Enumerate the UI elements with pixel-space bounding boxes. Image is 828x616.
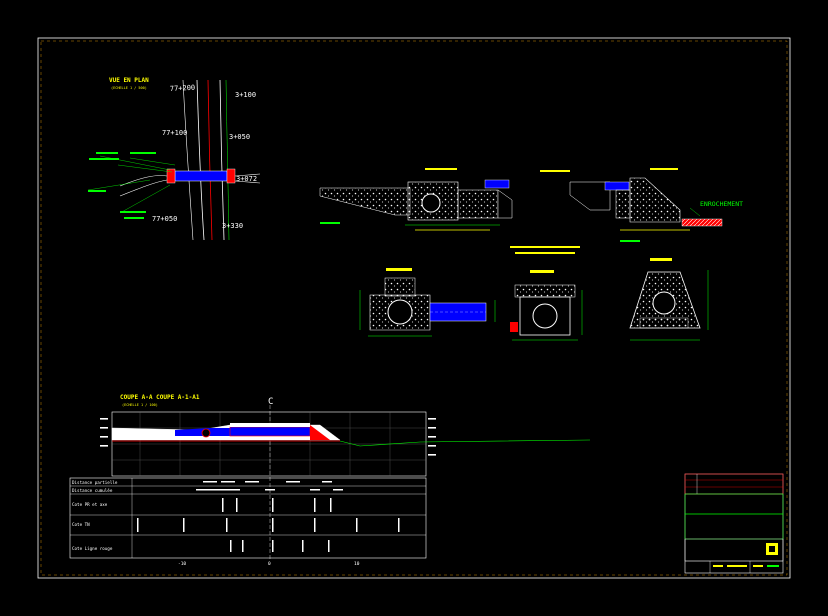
station-label-5: 3+050	[229, 133, 250, 141]
row-label-4: Cote TN	[72, 522, 90, 527]
station-label-4: 3+100	[235, 91, 256, 99]
detail-front-view	[359, 268, 496, 337]
culvert-section: ENROCHEMENT	[319, 168, 743, 254]
row-label-1: Distance partielle	[72, 480, 118, 485]
sheet-frame	[37, 37, 791, 579]
axis-mark: C	[268, 397, 273, 407]
title-block	[684, 473, 784, 574]
profile-scale: (ECHELLE 1 / 100)	[122, 403, 158, 407]
station-label-1: 77+200	[170, 84, 196, 93]
profile-section: COUPE A-A COUPE A-1-A1 (ECHELLE 1 / 100)…	[69, 394, 591, 567]
detail-headwall	[510, 270, 583, 341]
row-label-5: Cote Ligne rouge	[72, 546, 113, 551]
row-label-3: Cote PR et axe	[72, 502, 108, 507]
row-label-2: Distance cumulée	[72, 488, 113, 493]
station-label-6: 3+072	[236, 175, 257, 183]
station-label-3: 77+050	[152, 215, 177, 223]
plan-scale: (ECHELLE 1 / 500)	[111, 86, 147, 90]
enrochement-label: ENROCHEMENT	[700, 200, 743, 208]
axis-value-right: 10	[354, 561, 360, 567]
axis-value-center: 0	[268, 561, 271, 567]
profile-title: COUPE A-A COUPE A-1-A1	[120, 394, 200, 401]
station-label-2: 77+100	[162, 129, 187, 137]
station-label-7: 3+330	[222, 222, 243, 230]
plan-view: VUE EN PLAN (ECHELLE 1 / 500)	[87, 77, 261, 241]
detail-wingwall	[629, 258, 709, 341]
axis-value-left: -10	[178, 561, 186, 567]
plan-title: VUE EN PLAN	[109, 77, 149, 84]
